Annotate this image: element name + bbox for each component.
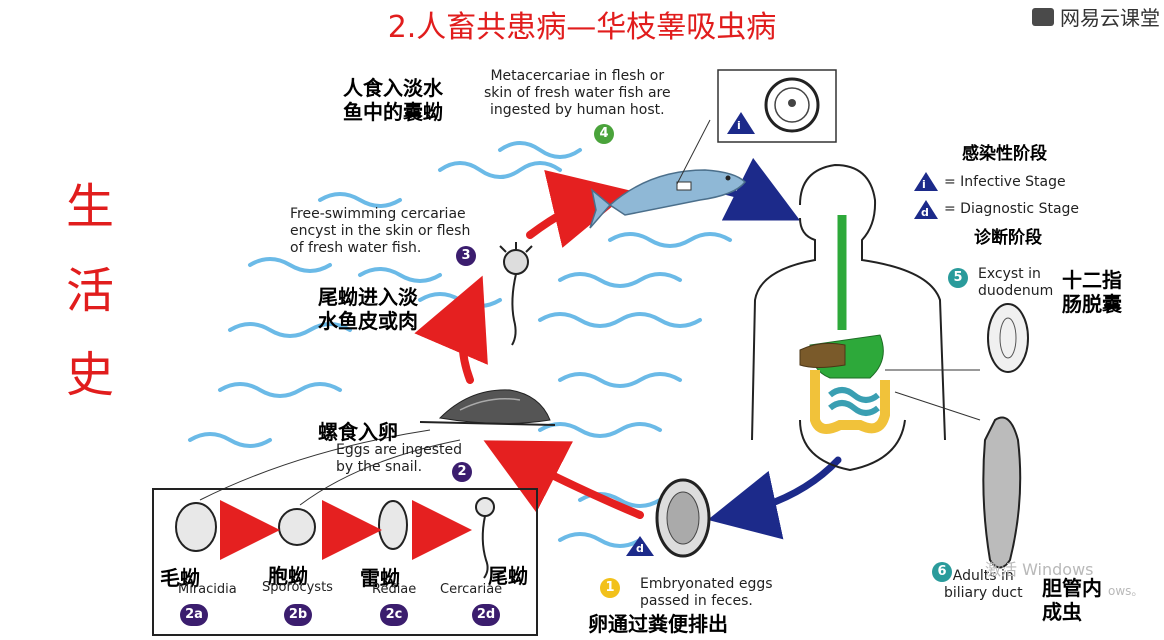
egg-diagnostic-symbol: d [636, 542, 644, 555]
legend-infective-cn: 感染性阶段 [962, 144, 1047, 164]
step5-en-line: duodenum [978, 283, 1054, 299]
step3-en-line: Free-swimming cercariae [290, 206, 466, 222]
step5-badge: 5 [948, 268, 968, 288]
legend-diagnostic-en: = Diagnostic Stage [944, 201, 1080, 217]
step1-badge: 1 [600, 578, 620, 598]
brand-name: 网易云课堂 [1060, 6, 1160, 30]
step4-cn-caption: 人食入淡水 鱼中的囊蚴 [343, 76, 443, 124]
snail-drawing [419, 389, 556, 426]
step2-en-caption: Eggs are ingested by the snail. [336, 442, 462, 476]
side-title-char: 史 [65, 347, 114, 403]
brand-logo: 网易云课堂 [1032, 2, 1160, 31]
stage-cn-sporocysts: 胞蚴 [268, 564, 308, 588]
step3-cn-line: 尾蚴进入淡 [318, 285, 418, 309]
legend-diagnostic-cn: 诊断阶段 [974, 228, 1042, 248]
adult-fluke-excyst [987, 303, 1029, 373]
step2-en-line: Eggs are ingested [336, 442, 462, 458]
step6-badge: 6 [932, 562, 952, 582]
human-silhouette [751, 163, 946, 472]
step3-cn-line: 水鱼皮或肉 [318, 309, 418, 333]
digestive-tract [799, 215, 981, 434]
step6-cn-line: 成虫 [1042, 600, 1082, 624]
step1-cn-caption: 卵通过粪便排出 [588, 612, 728, 636]
brand-logo-icon [1032, 7, 1054, 26]
step3-en-line: of fresh water fish. [290, 240, 422, 256]
metacercaria-box [717, 69, 837, 143]
step6-en-line: biliary duct [944, 585, 1023, 601]
step4-en-caption: Metacercariae in flesh or skin of fresh … [484, 68, 671, 119]
legend-infective-en: = Infective Stage [944, 174, 1066, 190]
egg-diagnostic-triangle [626, 536, 654, 556]
stage-en-sporocysts: Sporocysts [262, 580, 333, 595]
adult-fluke-biliary [982, 416, 1022, 569]
larval-stage-box [152, 488, 538, 636]
step4-en-line: Metacercariae in flesh or [490, 68, 665, 84]
side-title-char: 活 [65, 263, 114, 319]
legend-infective-symbol: i [922, 178, 926, 191]
red-cycle-arrows [414, 169, 644, 519]
stage-cn-cercariae: 尾蚴 [488, 564, 528, 588]
step5-cn-line: 肠脱囊 [1062, 292, 1122, 316]
metacercaria-infective-symbol: i [737, 119, 741, 132]
stage-badge-2b: 2b [284, 604, 312, 626]
step1-en-caption: Embryonated eggs passed in feces. [640, 576, 773, 610]
egg-drawing [655, 478, 711, 558]
windows-activation-watermark-sub: ows。 [1108, 584, 1144, 598]
side-title-char: 生 [65, 179, 114, 235]
step3-en-caption: Free-swimming cercariae encyst in the sk… [290, 206, 470, 257]
legend-infective-triangle [914, 172, 938, 191]
legend-diagnostic-triangle [914, 200, 938, 219]
step4-cn-line: 鱼中的囊蚴 [343, 100, 443, 124]
step2-badge: 2 [452, 462, 472, 482]
step1-en-line: Embryonated eggs [640, 576, 773, 592]
step4-en-line: skin of fresh water fish are [484, 85, 671, 101]
legend-diagnostic-symbol: d [921, 206, 929, 219]
step6-en-caption: Adults in biliary duct [944, 568, 1023, 602]
stage-cn-miracidia: 毛蚴 [160, 566, 200, 590]
cercaria-drawing [499, 242, 533, 346]
page-title: 2.人畜共患病—华枝睾吸虫病 [387, 10, 777, 45]
stage-cn-rediae: 雷蚴 [360, 566, 400, 590]
stage-badge-2d: 2d [472, 604, 500, 626]
step2-en-line: by the snail. [336, 459, 423, 475]
step6-cn-caption: 胆管内 成虫 [1042, 576, 1102, 624]
step5-en-caption: Excyst in duodenum [978, 266, 1053, 300]
windows-activation-watermark: 激活 Windows [985, 560, 1094, 579]
step5-cn-line: 十二指 [1062, 268, 1122, 292]
step3-badge: 3 [456, 246, 476, 266]
step5-en-line: Excyst in [978, 266, 1041, 282]
step5-cn-caption: 十二指 肠脱囊 [1062, 268, 1122, 316]
side-title: 生 活 史 [60, 165, 120, 417]
stage-badge-2a: 2a [180, 604, 208, 626]
fish-drawing [589, 119, 746, 229]
stage-en-rediae: Rediae [372, 582, 417, 597]
step4-en-line: ingested by human host. [490, 102, 665, 118]
water-waves [188, 141, 732, 548]
step3-en-line: encyst in the skin or flesh [290, 223, 471, 239]
step4-badge: 4 [594, 124, 614, 144]
step6-en-line: Adults in [952, 568, 1014, 584]
stage-en-miracidia: Miracidia [178, 582, 237, 597]
step6-cn-line: 胆管内 [1042, 576, 1102, 600]
stage-badge-2c: 2c [380, 604, 408, 626]
step1-en-line: passed in feces. [640, 593, 753, 609]
step3-cn-caption: 尾蚴进入淡 水鱼皮或肉 [318, 285, 418, 333]
stage-drawings [175, 497, 495, 579]
step2-cn-caption: 螺食入卵 [318, 420, 398, 444]
stage-en-cercariae: Cercariae [440, 582, 503, 597]
step4-cn-line: 人食入淡水 [343, 76, 443, 100]
